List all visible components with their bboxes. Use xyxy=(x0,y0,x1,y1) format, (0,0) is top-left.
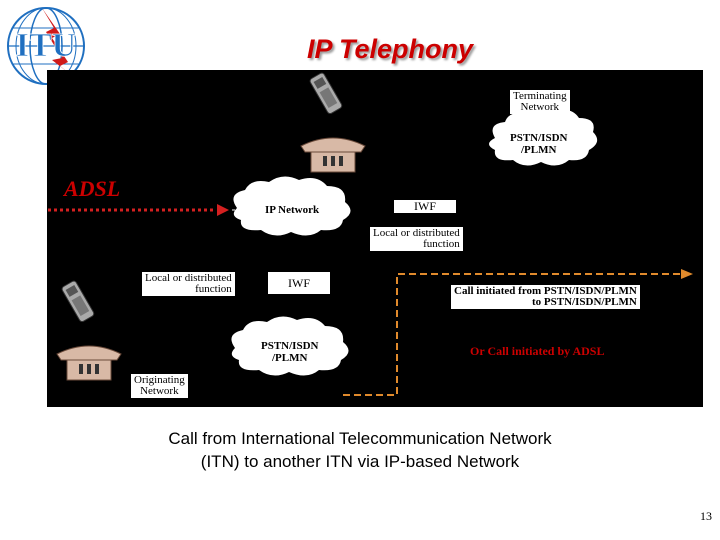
desk-phone-icon xyxy=(56,345,122,381)
pstn-bottom-cloud xyxy=(231,316,349,376)
terminating-network-label: Terminating Network xyxy=(510,90,570,114)
slide-caption: Call from International Telecommunicatio… xyxy=(0,427,720,473)
ip-telephony-diagram: ADSL Terminating Network PSTN/ISDN /PLMN… xyxy=(47,70,703,407)
ip-network-label: IP Network xyxy=(265,204,320,216)
call-path-dashed xyxy=(343,273,681,396)
local-function-right-label: Local or distributed function xyxy=(370,227,463,251)
caption-line: (ITN) to another ITN via IP-based Networ… xyxy=(200,452,520,471)
diagram-canvas xyxy=(47,72,693,396)
originating-network-label: Originating Network xyxy=(131,374,188,398)
arrow-right-icon xyxy=(217,204,229,216)
iwf-left-box: IWF xyxy=(268,272,330,294)
pstn-top-cloud xyxy=(489,108,598,166)
or-call-label: Or Call initiated by ADSL xyxy=(470,344,605,358)
logo-text: ITU xyxy=(16,27,76,64)
mobile-phone-icon xyxy=(309,72,343,115)
pstn-bottom-label: PSTN/ISDN /PLMN xyxy=(261,340,319,364)
caption-line: Call from International Telecommunicatio… xyxy=(168,429,552,448)
desk-phone-icon xyxy=(300,137,366,173)
ip-network-cloud xyxy=(233,176,351,236)
adsl-label: ADSL xyxy=(64,176,121,201)
globe-icon: ITU xyxy=(7,7,88,88)
page-number: 13 xyxy=(700,509,712,523)
iwf-right-box: IWF xyxy=(394,200,456,213)
call-initiated-label: Call initiated from PSTN/ISDN/PLMN to PS… xyxy=(451,285,640,309)
page-title: IP Telephony xyxy=(306,34,474,64)
itu-logo: ITU xyxy=(2,2,94,88)
local-function-left-label: Local or distributed function xyxy=(142,272,235,296)
pstn-top-label: PSTN/ISDN /PLMN xyxy=(510,132,568,156)
arrow-right-icon xyxy=(681,269,693,279)
mobile-phone-icon xyxy=(61,280,95,323)
